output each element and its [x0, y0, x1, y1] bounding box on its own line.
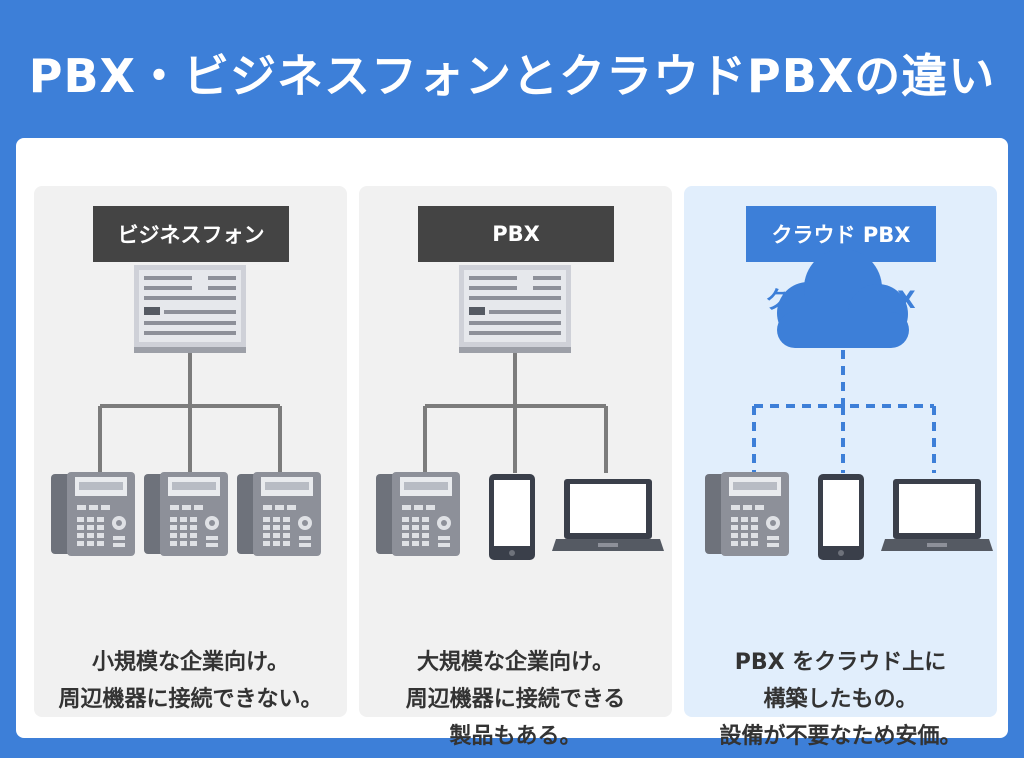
panel-label-pbx: PBX [418, 206, 614, 262]
page-title: PBX・ビジネスフォンとクラウドPBXの違い [28, 49, 996, 103]
connection-lines [98, 347, 282, 473]
desk-phone-icon [376, 472, 460, 556]
caption-line: 構築したもの。 [763, 687, 918, 712]
caption-line: 周辺機器に接続できる [405, 687, 626, 712]
pbx-network-diagram [376, 265, 664, 560]
caption-line: PBX をクラウド上に [734, 650, 947, 675]
smartphone-icon [489, 474, 535, 560]
dashed-connection-lines [752, 350, 936, 473]
desk-phone-icon [51, 472, 135, 556]
caption-line: 小規模な企業向け。 [92, 650, 289, 675]
panel-pbx: PBX PBX 大規模な企業向け。 周辺機器に接続できる 製品もある。 [359, 186, 672, 749]
caption-cloud-pbx: PBX をクラウド上に 構築したもの。 設備が不要なため安価。 [684, 644, 997, 755]
laptop-icon [881, 479, 993, 551]
panel-label-cloud-pbx: クラウド PBX [746, 206, 936, 262]
cloud-icon [777, 249, 909, 348]
server-icon [134, 265, 246, 353]
comparison-board: ビジネスフォン 主装置 小規模な企業向け。 周辺機器に接続できない。 PBX P… [16, 138, 1008, 749]
panel-business-phone: ビジネスフォン 主装置 小規模な企業向け。 周辺機器に接続できない。 [34, 186, 347, 717]
panel-cloud-pbx: クラウド PBX クラウドPBX PBX をクラウド上に 構築したもの。 [684, 186, 997, 749]
desk-phone-icon [144, 472, 228, 556]
business-phone-network-diagram [51, 265, 321, 556]
caption-line: 大規模な企業向け。 [417, 650, 614, 675]
caption-pbx: 大規模な企業向け。 周辺機器に接続できる 製品もある。 [359, 644, 672, 755]
caption-line: 周辺機器に接続できない。 [58, 687, 323, 712]
caption-line: 設備が不要なため安価。 [719, 724, 962, 749]
server-icon [459, 265, 571, 353]
smartphone-icon [818, 474, 864, 560]
desk-phone-icon [237, 472, 321, 556]
desk-phone-icon [705, 472, 789, 556]
laptop-icon [552, 479, 664, 551]
connection-lines [423, 347, 608, 473]
cloud-pbx-network-diagram [705, 249, 993, 560]
caption-line: 製品もある。 [449, 724, 582, 749]
panel-label-business-phone: ビジネスフォン [93, 206, 289, 262]
caption-business-phone: 小規模な企業向け。 周辺機器に接続できない。 [34, 644, 347, 718]
